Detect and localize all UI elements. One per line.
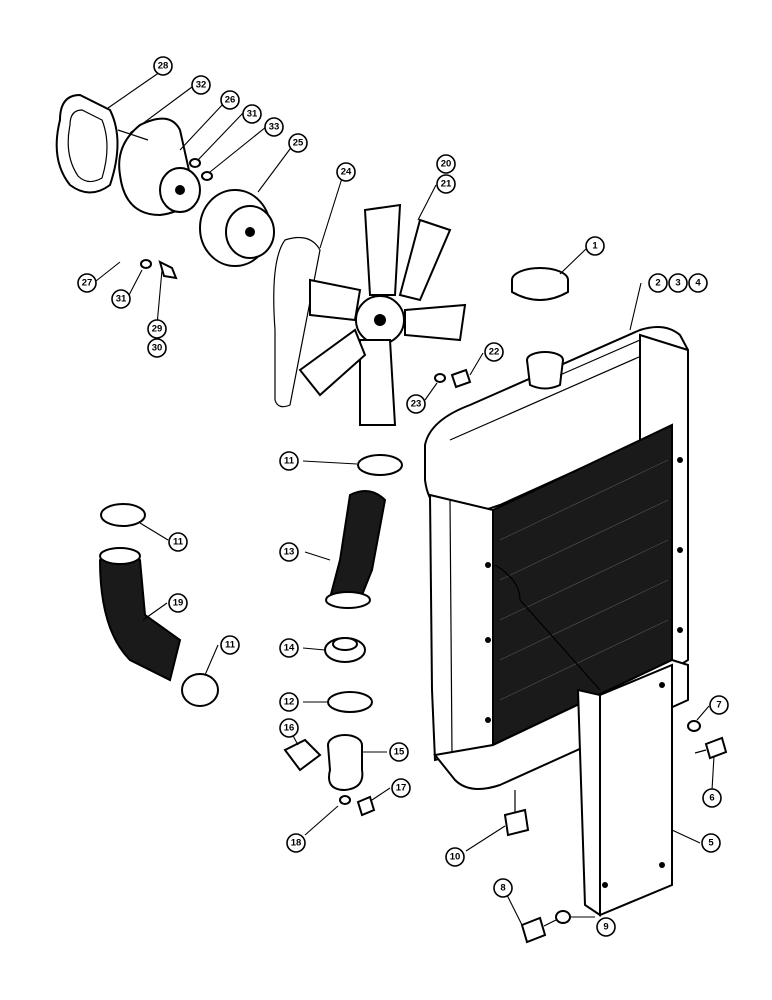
svg-text:8: 8 — [500, 883, 505, 894]
callout-29: 29 — [147, 319, 167, 339]
callout-27: 27 — [77, 273, 97, 293]
svg-text:7: 7 — [716, 700, 721, 711]
callout-20: 20 — [436, 154, 456, 174]
callout-26: 26 — [220, 90, 240, 110]
svg-text:19: 19 — [173, 598, 184, 609]
svg-text:26: 26 — [225, 95, 236, 106]
callout-24: 24 — [336, 162, 356, 182]
pump-gasket — [55, 93, 119, 194]
svg-text:11: 11 — [225, 640, 236, 651]
callout-12: 12 — [279, 692, 299, 712]
svg-text:15: 15 — [394, 747, 405, 758]
lower-hose — [98, 547, 182, 682]
svg-text:9: 9 — [603, 922, 608, 933]
svg-text:6: 6 — [709, 793, 714, 804]
callout-5: 5 — [701, 833, 721, 853]
svg-text:25: 25 — [293, 138, 304, 149]
cap-screw-29 — [158, 260, 178, 280]
housing-bolt-17-18 — [339, 795, 376, 817]
svg-text:3: 3 — [675, 278, 680, 289]
callout-8: 8 — [493, 878, 513, 898]
callout-18: 18 — [286, 833, 306, 853]
callout-28: 28 — [153, 56, 173, 76]
drain-cock — [503, 790, 530, 837]
callout-25: 25 — [288, 133, 308, 153]
callout-19: 19 — [168, 593, 188, 613]
svg-text:12: 12 — [284, 697, 295, 708]
upper-hose — [325, 490, 387, 609]
svg-text:33: 33 — [269, 122, 280, 133]
hose-clamp-12 — [327, 691, 373, 713]
svg-text:22: 22 — [489, 347, 500, 358]
callout-2: 2 — [648, 273, 668, 293]
callout-6: 6 — [702, 788, 722, 808]
svg-text:20: 20 — [441, 159, 452, 170]
fan-belt — [273, 237, 321, 408]
svg-text:16: 16 — [284, 723, 295, 734]
svg-text:2: 2 — [655, 278, 660, 289]
callout-17: 17 — [391, 778, 411, 798]
hose-clamp-upper — [357, 454, 403, 476]
svg-text:31: 31 — [247, 109, 258, 120]
svg-text:14: 14 — [284, 643, 295, 654]
svg-text:11: 11 — [284, 456, 295, 467]
callout-1: 1 — [585, 236, 605, 256]
fan-bolt-22 — [434, 368, 472, 389]
svg-text:28: 28 — [158, 61, 169, 72]
hose-clamp-lower-left-top — [100, 503, 146, 527]
callout-11-upper: 11 — [279, 451, 299, 471]
callout-31-lower: 31 — [111, 289, 131, 309]
fan-pulley — [199, 189, 275, 267]
callout-33: 33 — [264, 117, 284, 137]
callout-11-left: 11 — [168, 532, 188, 552]
thermostat — [324, 637, 366, 663]
bolt-and-washer-bottom — [520, 910, 571, 944]
hose-clamp-lower-left-bottom — [181, 673, 219, 707]
leader-lines — [95, 71, 715, 926]
callout-7: 7 — [709, 695, 729, 715]
svg-text:29: 29 — [152, 324, 163, 335]
svg-text:10: 10 — [450, 852, 461, 863]
washers-31-33 — [140, 158, 213, 269]
svg-text:30: 30 — [152, 343, 163, 354]
callout-31: 31 — [242, 104, 262, 124]
svg-text:18: 18 — [291, 838, 302, 849]
callout-9: 9 — [596, 917, 616, 937]
svg-text:4: 4 — [695, 278, 701, 289]
bolt-and-washer-right — [687, 720, 728, 760]
callout-22: 22 — [484, 342, 504, 362]
svg-text:32: 32 — [196, 80, 207, 91]
pump-body — [118, 117, 201, 217]
svg-text:31: 31 — [116, 294, 127, 305]
callout-30: 30 — [147, 338, 167, 358]
svg-text:13: 13 — [284, 547, 295, 558]
callout-4: 4 — [688, 273, 708, 293]
callout-21: 21 — [436, 174, 456, 194]
thermostat-housing — [327, 734, 364, 792]
svg-text:1: 1 — [592, 241, 598, 252]
fan — [298, 203, 467, 426]
callout-3: 3 — [668, 273, 688, 293]
svg-text:23: 23 — [411, 399, 422, 410]
svg-text:17: 17 — [396, 783, 407, 794]
thermostat-gasket — [283, 738, 322, 772]
svg-text:21: 21 — [441, 179, 452, 190]
callout-23: 23 — [406, 394, 426, 414]
radiator-cap — [511, 267, 569, 301]
callout-15: 15 — [389, 742, 409, 762]
callout-13: 13 — [279, 542, 299, 562]
svg-text:27: 27 — [82, 278, 93, 289]
callout-14: 14 — [279, 638, 299, 658]
stud-32 — [117, 129, 149, 141]
callout-16: 16 — [279, 718, 299, 738]
svg-text:11: 11 — [173, 537, 184, 548]
svg-text:24: 24 — [341, 167, 352, 178]
support-bracket — [576, 663, 673, 917]
svg-text:5: 5 — [708, 838, 714, 849]
callout-11-lower: 11 — [220, 635, 240, 655]
callout-10: 10 — [445, 847, 465, 867]
callout-32: 32 — [191, 75, 211, 95]
